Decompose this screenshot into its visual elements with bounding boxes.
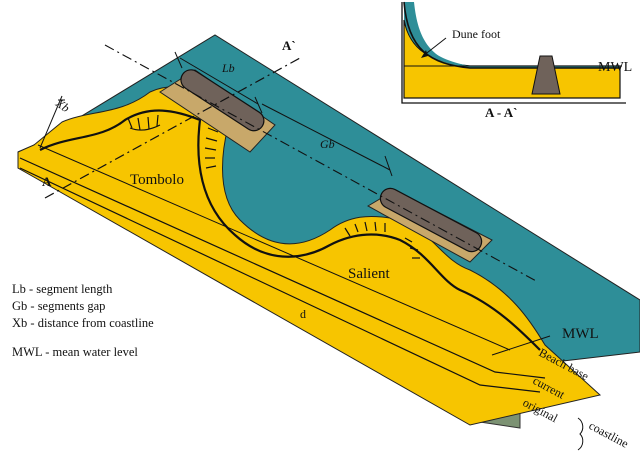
mwl-leader xyxy=(491,335,551,356)
label-a-left: A xyxy=(42,174,52,189)
legend-lb: Lb - segment length xyxy=(12,282,113,296)
coastline-bracket xyxy=(577,417,584,451)
legend-xb: Xb - distance from coastline xyxy=(12,316,154,330)
breakwater-2 xyxy=(366,187,493,263)
gb-dimension xyxy=(261,103,393,177)
section-line-a xyxy=(44,57,301,199)
sand-beach xyxy=(17,86,602,426)
label-gb: Gb xyxy=(320,137,335,151)
xb-dimension xyxy=(39,95,65,149)
tombolo-hachures xyxy=(127,114,219,169)
label-coastline: coastline xyxy=(587,418,631,450)
label-tombolo: Tombolo xyxy=(130,172,184,188)
inset-label-dune-foot: Dune foot xyxy=(452,27,501,41)
shoreline-curve xyxy=(39,109,541,351)
salient-hachures xyxy=(344,221,420,259)
label-salient: Salient xyxy=(348,266,390,282)
d-dimension xyxy=(37,144,511,351)
label-d: d xyxy=(300,307,306,321)
label-xb: Xb xyxy=(52,95,72,115)
legend-mwl: MWL - mean water level xyxy=(12,345,138,359)
inset-cross-section xyxy=(401,1,626,104)
label-a-right: A` xyxy=(282,38,296,53)
inset-section-title: A - A` xyxy=(485,105,518,120)
legend-gb: Gb - segments gap xyxy=(12,299,106,313)
inset-label-mwl: MWL xyxy=(598,60,632,75)
breakwater-axis xyxy=(104,44,539,283)
lb-dimension xyxy=(174,51,263,114)
label-lb: Lb xyxy=(221,61,235,75)
label-mwl-main: MWL xyxy=(562,326,599,342)
coastline-original xyxy=(19,167,541,393)
coastline-current xyxy=(19,157,546,379)
